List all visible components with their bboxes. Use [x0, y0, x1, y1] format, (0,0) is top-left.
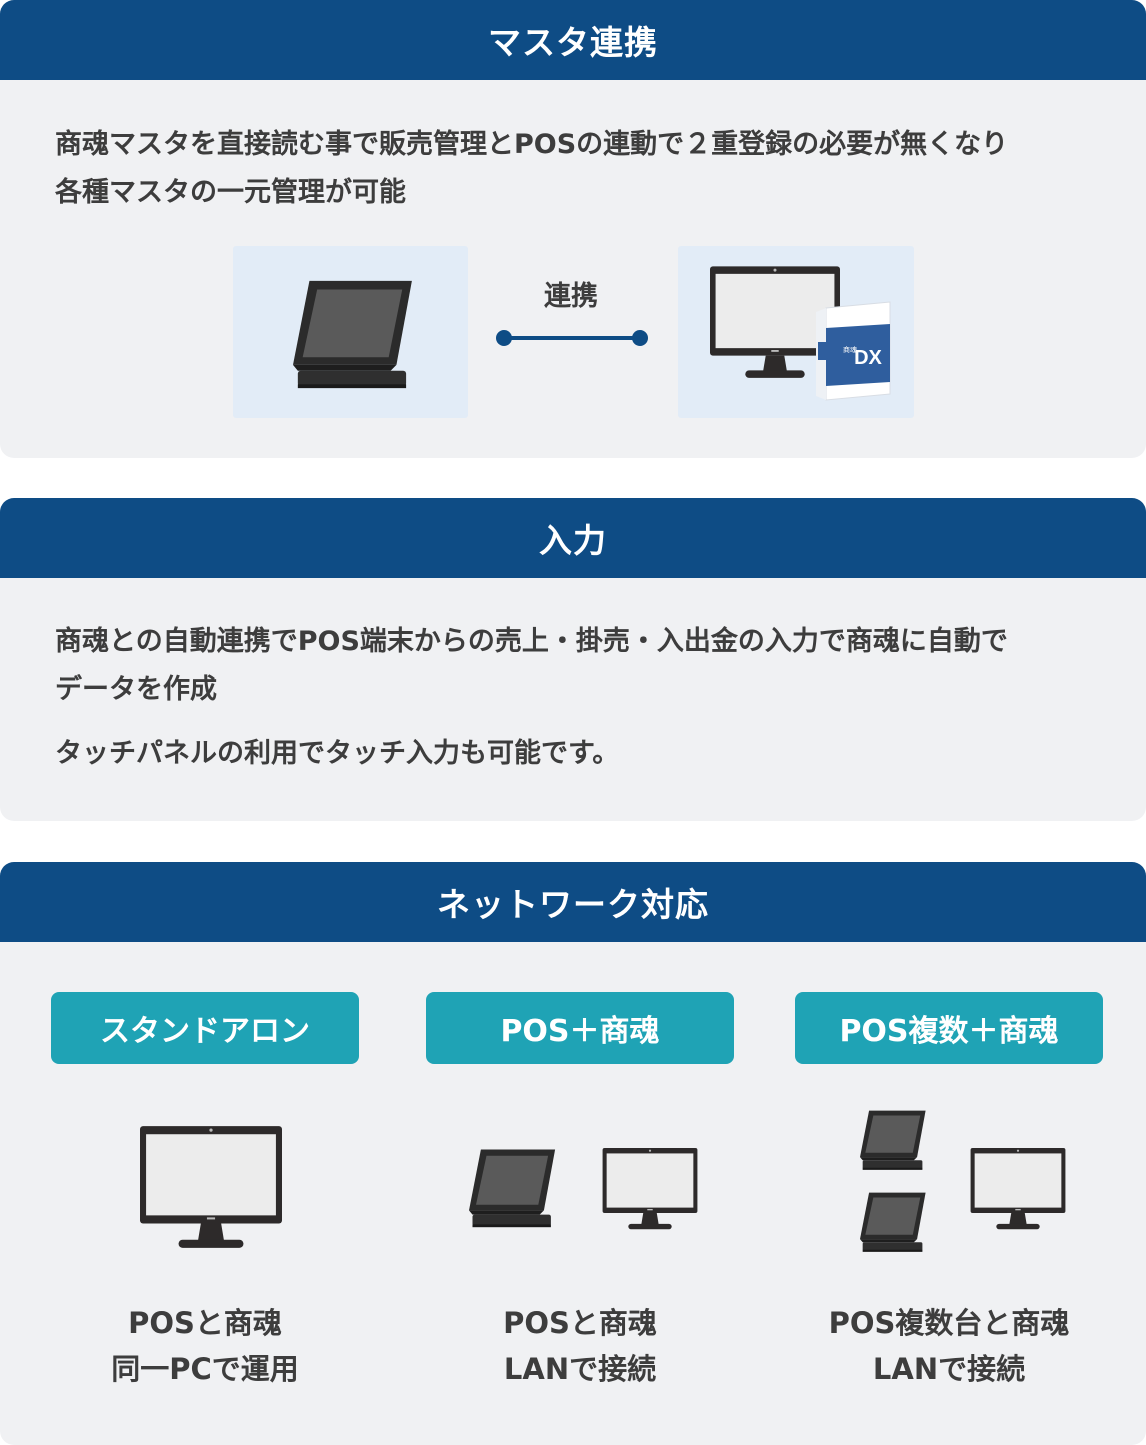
pos-terminal-icon	[286, 276, 416, 392]
mode-label-standalone: スタンドアロン	[51, 992, 359, 1064]
software-box-icon: DX 商魂	[816, 301, 891, 401]
link-connector-icon	[496, 330, 648, 346]
caption-line2: LANで接続	[872, 1352, 1026, 1386]
section-master-link: マスタ連携	[0, 0, 1146, 458]
software-box-logo: DX	[854, 347, 882, 369]
link-label: 連携	[544, 281, 598, 312]
section-input: 入力	[0, 498, 1146, 821]
section2-text-line3: タッチパネルの利用でタッチ入力も可能です。	[55, 738, 620, 769]
software-box-title: 商魂	[843, 345, 857, 354]
section-network: ネットワーク対応	[0, 862, 1146, 1445]
section-title: 入力	[0, 498, 1146, 578]
mode-label-multi-pos: POS複数＋商魂	[795, 992, 1103, 1064]
mode-label-pos-plus: POS＋商魂	[426, 992, 734, 1064]
section1-text-line2: 各種マスタの一元管理が可能	[55, 177, 406, 208]
caption-line1: POSと商魂	[503, 1306, 657, 1340]
caption-line2: 同一PCで運用	[111, 1352, 299, 1386]
monitor-icon	[602, 1148, 698, 1232]
pos-terminal-icon	[464, 1146, 558, 1230]
caption-multi-pos: POS複数台と商魂 LANで接続	[774, 1300, 1124, 1392]
caption-standalone: POSと商魂 同一PCで運用	[30, 1300, 380, 1392]
caption-line1: POS複数台と商魂	[828, 1306, 1070, 1340]
section1-description: 商魂マスタを直接読む事で販売管理とPOSの連動で２重登録の必要が無くなり 各種マ…	[55, 121, 1105, 217]
pos-terminal-icon	[856, 1190, 928, 1254]
section-title: ネットワーク対応	[0, 862, 1146, 942]
caption-line2: LANで接続	[503, 1352, 657, 1386]
section-title: マスタ連携	[0, 0, 1146, 80]
section1-text-line1: 商魂マスタを直接読む事で販売管理とPOSの連動で２重登録の必要が無くなり	[55, 129, 1009, 160]
monitor-icon	[970, 1148, 1066, 1232]
pos-terminal-icon	[856, 1108, 928, 1172]
caption-pos-plus: POSと商魂 LANで接続	[405, 1300, 755, 1392]
section2-description: 商魂との自動連携でPOS端末からの売上・掛売・入出金の入力で商魂に自動で データ…	[55, 618, 1105, 778]
caption-line1: POSと商魂	[128, 1306, 282, 1340]
section2-text-line2: データを作成	[55, 674, 217, 705]
section2-text-line1: 商魂との自動連携でPOS端末からの売上・掛売・入出金の入力で商魂に自動で	[55, 626, 1008, 657]
monitor-icon	[140, 1126, 282, 1252]
